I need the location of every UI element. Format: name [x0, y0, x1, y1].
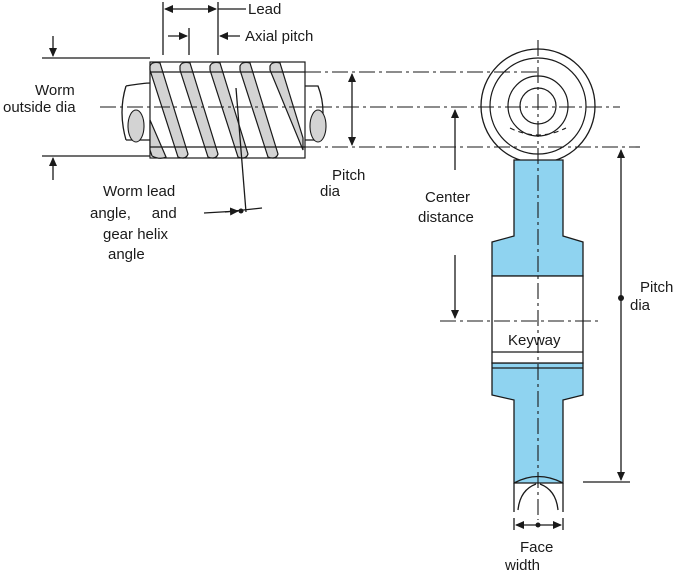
- lead-angle-label-1: Worm lead: [103, 183, 175, 200]
- worm-outside-dia-label-2: outside dia: [3, 99, 76, 116]
- face-width-label-2: width: [504, 557, 540, 574]
- lead-dimension: Lead: [162, 1, 281, 55]
- gear-pitch-dia-label-1: Pitch: [640, 279, 673, 296]
- gear-pitch-dia-label-2: dia: [630, 297, 651, 314]
- lead-angle-label-4: angle: [108, 246, 145, 263]
- gear-pitch-dia-dimension: Pitch dia: [617, 149, 673, 481]
- axial-pitch-label: Axial pitch: [245, 28, 313, 45]
- lead-angle-indicator: Worm lead angle, and gear helix angle: [90, 87, 263, 263]
- lead-angle-label-3: gear helix: [103, 226, 169, 243]
- center-distance-dimension: Center distance: [418, 109, 474, 319]
- axial-pitch-dimension: Axial pitch: [168, 28, 313, 55]
- center-distance-label-1: Center: [425, 189, 470, 206]
- worm-wheel: [480, 40, 596, 520]
- worm-outside-dia-dimension: Worm outside dia: [3, 36, 150, 180]
- keyway-label: Keyway: [508, 332, 561, 349]
- face-width-label-1: Face: [520, 539, 553, 556]
- worm-pitch-dia-label-1: Pitch: [332, 167, 365, 184]
- face-width-dimension: Face width: [504, 518, 564, 574]
- center-distance-label-2: distance: [418, 209, 474, 226]
- worm-outside-dia-label-1: Worm: [35, 82, 75, 99]
- lead-angle-label-2: angle, and: [90, 205, 177, 222]
- worm-pitch-dia-dimension: Pitch dia: [320, 73, 365, 200]
- worm-shaft: [121, 82, 327, 143]
- lead-label: Lead: [248, 1, 281, 18]
- center-lines: [100, 71, 640, 483]
- worm-threads: [149, 61, 304, 159]
- worm-pitch-dia-label-2: dia: [320, 183, 341, 200]
- worm: [121, 61, 327, 159]
